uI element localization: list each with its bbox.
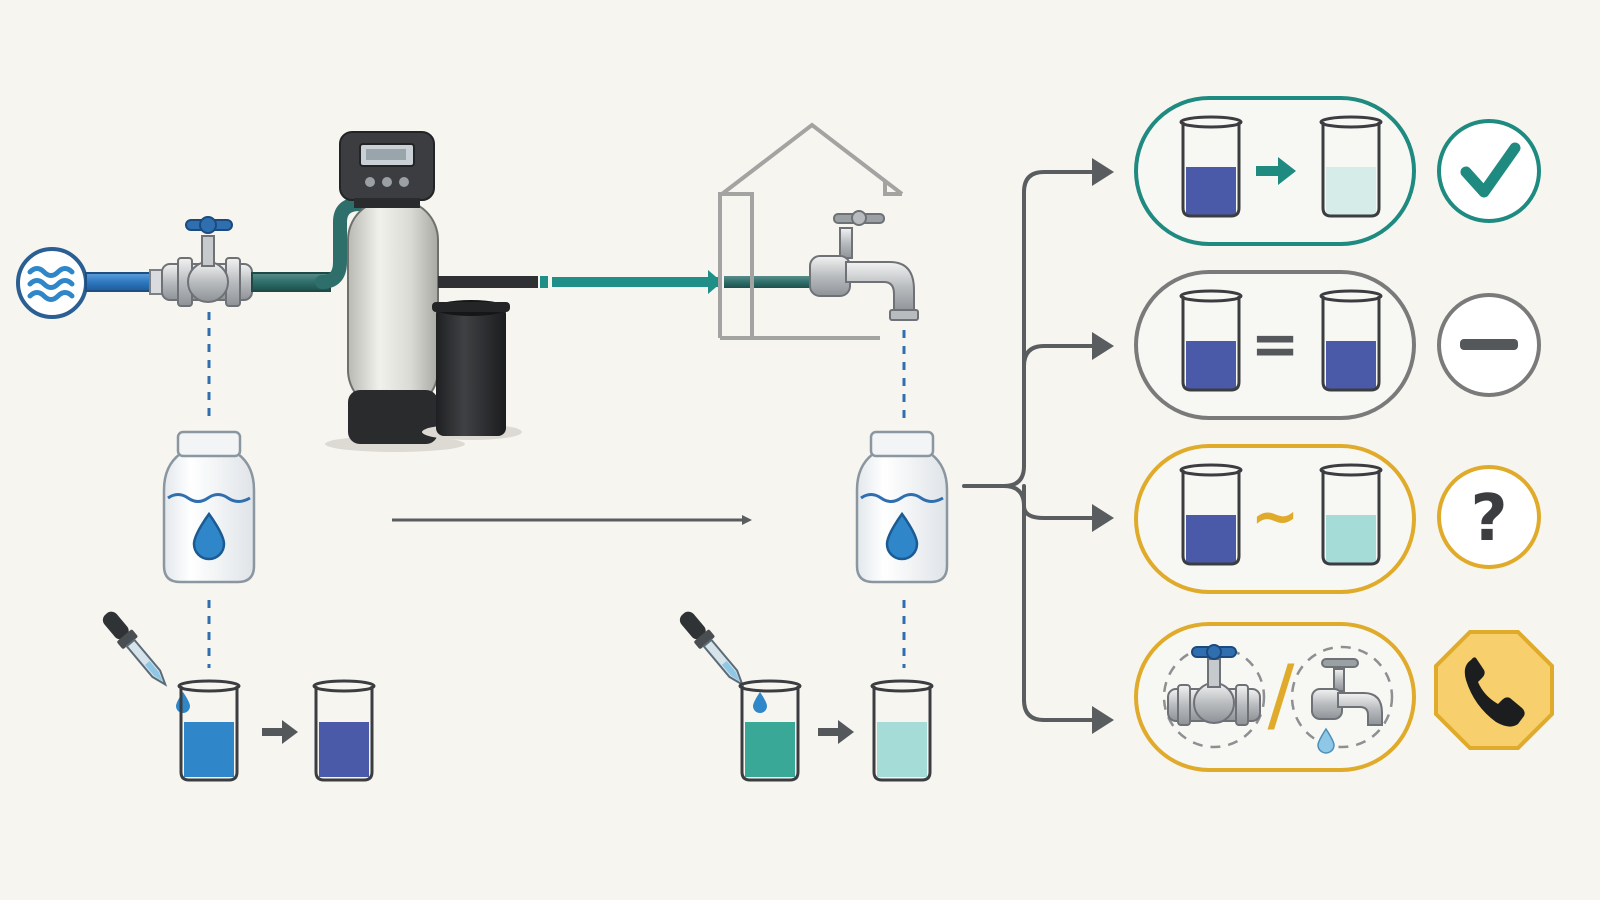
beaker-before xyxy=(1179,115,1243,218)
tilde-symbol: ~ xyxy=(1251,482,1300,550)
inlet-pipe xyxy=(85,269,163,295)
question-badge: ? xyxy=(1437,465,1541,569)
reagent-drop-icon xyxy=(176,692,190,713)
valve-icon[interactable] xyxy=(161,216,253,307)
dropper-icon xyxy=(97,606,174,692)
call-service-badge[interactable] xyxy=(1434,630,1554,750)
water-softener-icon xyxy=(325,131,465,452)
reagent-drop-icon xyxy=(753,692,767,713)
arrow-right-icon xyxy=(1256,157,1296,185)
water-drop-icon xyxy=(885,511,919,561)
control-head[interactable] xyxy=(339,131,435,208)
outcome-partial: ~ xyxy=(1134,444,1416,594)
outlet-pipe xyxy=(438,270,814,294)
minus-icon xyxy=(1460,339,1518,350)
beaker-before xyxy=(1179,463,1243,566)
branch-arrowheads xyxy=(1092,158,1114,734)
checkmark-icon xyxy=(1460,142,1521,198)
drip-icon xyxy=(1317,727,1335,754)
sample-connector-lines xyxy=(207,312,906,668)
dash-badge xyxy=(1437,293,1541,397)
sample-jar-raw xyxy=(162,430,256,584)
water-supply-icon xyxy=(16,247,88,319)
slash-symbol: / xyxy=(1268,648,1295,741)
faucet-icon xyxy=(1311,658,1383,754)
equals-symbol: = xyxy=(1251,310,1300,378)
water-drop-icon xyxy=(192,511,226,561)
outcome-service: / xyxy=(1134,622,1416,772)
phone-icon xyxy=(1464,657,1525,727)
softener-feed-pipe xyxy=(251,197,367,292)
sample-jar-softened xyxy=(855,430,949,584)
beaker-raw-before xyxy=(177,679,241,782)
faucet-icon[interactable] xyxy=(809,210,919,321)
outcome-no-change: = xyxy=(1134,270,1416,420)
outcome-pass xyxy=(1134,96,1416,246)
beaker-after xyxy=(1319,115,1383,218)
beaker-raw-after xyxy=(312,679,376,782)
beaker-before xyxy=(1179,289,1243,392)
checkmark-badge xyxy=(1437,119,1541,223)
beaker-softened-before xyxy=(738,679,802,782)
beaker-after xyxy=(1319,289,1383,392)
beaker-after xyxy=(1319,463,1383,566)
house-outline-icon xyxy=(718,122,904,340)
beaker-softened-after xyxy=(870,679,934,782)
question-mark-icon: ? xyxy=(1470,482,1507,556)
dropper-icon xyxy=(674,606,751,692)
outcome-branch-connector xyxy=(962,170,1096,722)
arrow-right-icon xyxy=(262,720,298,744)
brine-tank-icon xyxy=(422,300,522,440)
valve-icon xyxy=(1167,644,1261,726)
arrow-right-icon xyxy=(818,720,854,744)
